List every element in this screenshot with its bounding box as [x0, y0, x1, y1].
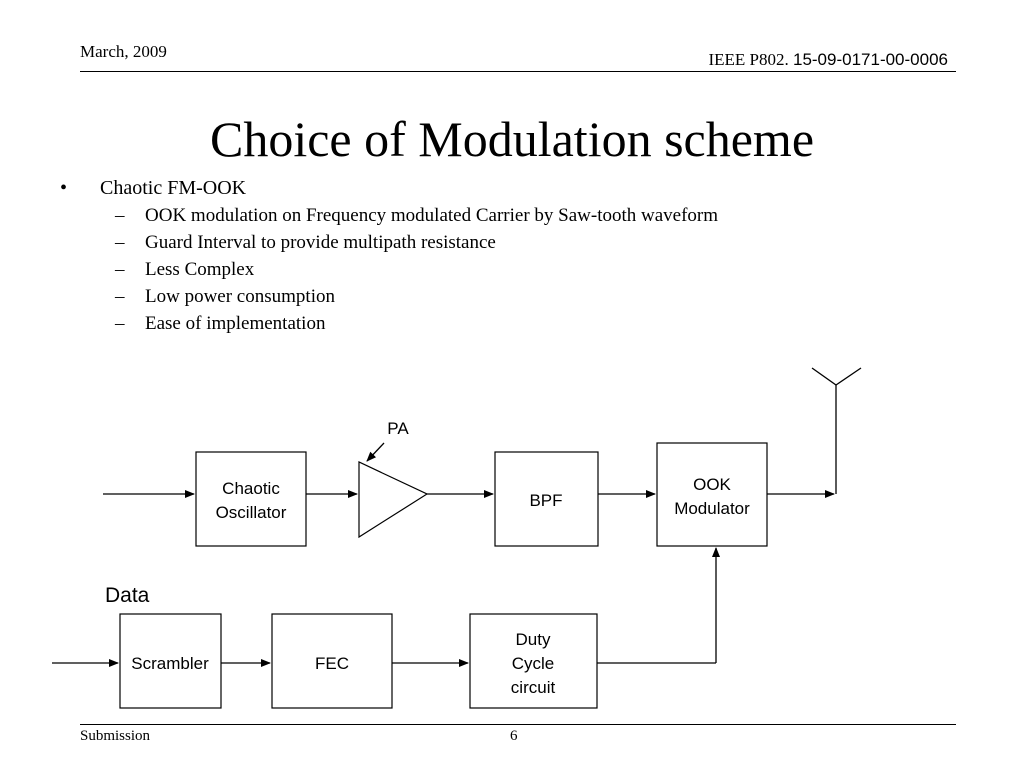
- sub-bullet-item: – Low power consumption: [60, 283, 718, 310]
- sub-bullet-text: Less Complex: [145, 259, 255, 280]
- fec-label: FEC: [315, 654, 349, 673]
- antenna-icon: [811, 367, 862, 494]
- data-label: Data: [105, 584, 150, 607]
- sub-bullet-marker: –: [115, 259, 125, 280]
- duty-cycle-block: [469, 613, 598, 709]
- header-doc-id: IEEE P802. 15-09-0171-00-0006: [708, 50, 948, 70]
- sub-bullet-text: OOK modulation on Frequency modulated Ca…: [145, 205, 719, 226]
- duty-cycle-label-line1: Duty: [516, 630, 551, 649]
- duty-cycle-label-line3: circuit: [511, 678, 556, 697]
- bpf-block: [494, 451, 599, 547]
- bpf-label: BPF: [529, 491, 562, 510]
- chaotic-oscillator-label-line2: Oscillator: [216, 503, 287, 522]
- chaotic-oscillator-block: [195, 451, 307, 547]
- pa-pointer-arrow: [366, 442, 385, 462]
- header-date: March, 2009: [80, 42, 167, 61]
- header-doc-number: 15-09-0171-00-0006: [792, 50, 948, 69]
- slide-title: Choice of Modulation scheme: [209, 111, 815, 167]
- header-doc-prefix: IEEE P802.: [708, 50, 789, 69]
- ook-modulator-label-line2: Modulator: [674, 499, 750, 518]
- sub-bullet-item: – Ease of implementation: [60, 310, 718, 337]
- bullet-list: • Chaotic FM-OOK – OOK modulation on Fre…: [60, 174, 718, 337]
- pa-amplifier-triangle: [358, 461, 429, 539]
- ook-modulator-label-line1: OOK: [693, 475, 731, 494]
- sub-bullet-marker: –: [115, 313, 125, 334]
- sub-bullet-item: – Guard Interval to provide multipath re…: [60, 229, 718, 256]
- scrambler-block: [119, 613, 222, 709]
- bullet-item: • Chaotic FM-OOK: [60, 174, 718, 202]
- chaotic-oscillator-label-line1: Chaotic: [222, 479, 280, 498]
- footer-rule: [80, 724, 956, 725]
- sub-bullet-marker: –: [115, 232, 125, 253]
- ook-modulator-block: [656, 442, 768, 547]
- fec-block: [271, 613, 393, 709]
- sub-bullet-marker: –: [115, 205, 125, 226]
- sub-bullet-item: – Less Complex: [60, 256, 718, 283]
- sub-bullet-text: Guard Interval to provide multipath resi…: [145, 232, 496, 253]
- sub-bullet-text: Low power consumption: [145, 286, 335, 307]
- sub-bullet-item: – OOK modulation on Frequency modulated …: [60, 202, 718, 229]
- bullet-text: Chaotic FM-OOK: [100, 177, 247, 199]
- page-number: 6: [510, 728, 518, 744]
- footer-submission: Submission: [80, 728, 151, 744]
- sub-bullet-text: Ease of implementation: [145, 313, 326, 334]
- pa-label: PA: [387, 419, 409, 438]
- scrambler-label: Scrambler: [131, 654, 209, 673]
- duty-cycle-label-line2: Cycle: [512, 654, 555, 673]
- bullet-marker: •: [60, 177, 68, 199]
- sub-bullet-marker: –: [115, 286, 125, 307]
- header-rule: [80, 71, 956, 72]
